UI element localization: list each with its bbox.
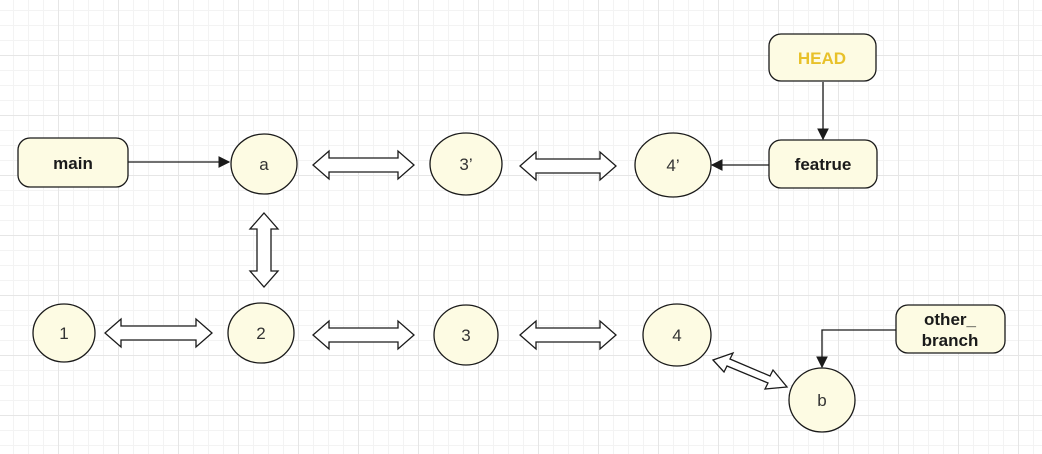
- branch-other-branch-label-line2: branch: [922, 331, 979, 350]
- link-a-2: [248, 212, 280, 288]
- commit-3prime: 3’: [429, 132, 503, 196]
- branch-featrue: featrue: [768, 139, 878, 189]
- commit-4: 4: [642, 303, 712, 367]
- branch-other-branch: other_ branch: [895, 304, 1006, 354]
- commit-a-label: a: [259, 155, 269, 174]
- other-branch-pointer-arrow: [816, 329, 896, 369]
- commit-3: 3: [433, 304, 499, 366]
- branch-featrue-label: featrue: [795, 155, 852, 174]
- commit-4prime-label: 4’: [666, 156, 679, 175]
- link-1-2: [104, 317, 213, 349]
- link-a-3prime: [312, 149, 415, 181]
- commit-4prime: 4’: [634, 132, 712, 198]
- commit-3-label: 3: [461, 326, 470, 345]
- branch-head-label: HEAD: [798, 49, 846, 68]
- commit-1-label: 1: [59, 324, 68, 343]
- commit-2-label: 2: [256, 324, 265, 343]
- commit-1: 1: [32, 303, 96, 363]
- commit-b-label: b: [817, 391, 826, 410]
- branch-main: main: [17, 137, 129, 188]
- branch-head: HEAD: [768, 33, 877, 82]
- link-3-4: [519, 319, 617, 351]
- branch-other-branch-label-line1: other_: [924, 310, 977, 329]
- branch-main-label: main: [53, 154, 93, 173]
- link-2-3: [312, 319, 415, 351]
- commit-2: 2: [227, 302, 295, 364]
- link-4-b: [711, 351, 789, 390]
- commit-3prime-label: 3’: [459, 155, 472, 174]
- commit-a: a: [230, 133, 298, 195]
- commit-4-label: 4: [672, 326, 681, 345]
- link-3prime-4prime: [519, 150, 617, 182]
- commit-b: b: [788, 367, 856, 433]
